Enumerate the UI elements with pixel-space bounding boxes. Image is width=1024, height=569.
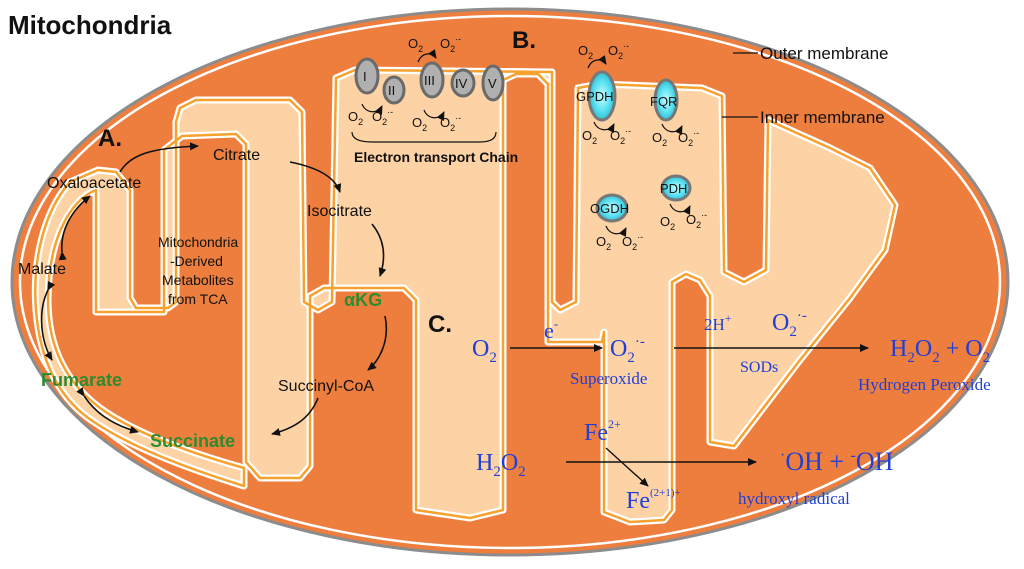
fqr-label: FQR — [650, 94, 677, 109]
arrow-succinate-fumarate — [76, 387, 139, 434]
tca-citrate: Citrate — [213, 147, 260, 164]
arrow-succinyl-succinate — [271, 397, 319, 436]
arrow-malate-oxaloacetate — [58, 195, 91, 261]
ros-reactions: O2 e- O2·- Superoxide 2H+ O2·- SODs H2O2… — [472, 308, 991, 514]
electron-transport-chain: I II III IV V Electron transport Chain O… — [348, 34, 518, 165]
tca-cycle: Citrate Isocitrate αKG Succinyl-CoA Succ… — [18, 142, 387, 451]
gpdh-label: GPDH — [576, 89, 614, 104]
pdh-bottom-arrow — [669, 203, 691, 215]
hydroxyl-radical-label: hydroxyl radical — [738, 489, 850, 508]
outer-membrane-inner-line — [18, 14, 1002, 550]
tca-isocitrate: Isocitrate — [307, 203, 372, 220]
complex-ii-label: II — [388, 83, 395, 98]
gpdh-bottom-arrow — [593, 121, 615, 133]
tca-center-line-3: Metabolites — [162, 272, 234, 288]
section-a-label: A. — [98, 125, 122, 152]
tca-center-line-1: Mitochondria — [158, 234, 238, 250]
outer-membrane-label: Outer membrane — [760, 44, 889, 63]
arrow-oxaloacetate-citrate — [119, 142, 199, 173]
enzyme-group: O2 O2·- GPDH O2 O2·- FQR O2 O2·- OGDH O2… — [576, 41, 707, 252]
complex-v-label: V — [488, 76, 497, 91]
fqr-bottom-arrow — [661, 123, 683, 135]
fqr-bottom-o2: O2 — [652, 130, 667, 148]
pdh-bottom-superoxide: O2·- — [686, 210, 707, 230]
section-b-label: B. — [512, 27, 536, 54]
complex-iv-label: IV — [455, 76, 468, 91]
complex-iii-shape — [419, 61, 445, 99]
inner-membrane-label: Inner membrane — [760, 108, 885, 127]
complex-iv-shape — [450, 68, 476, 98]
arrow-fe-oxidation — [605, 447, 649, 487]
hydrogen-peroxide-label: Hydrogen Peroxide — [858, 375, 991, 394]
reaction-fe2: Fe2+ — [584, 417, 621, 446]
etc-top-o2: O2 — [408, 36, 423, 54]
gpdh-shape — [587, 70, 617, 122]
diagram-title: Mitochondria — [8, 10, 172, 40]
reaction-superoxide-2: O2·- — [772, 308, 807, 340]
arrow-fumarate-malate — [40, 281, 56, 361]
fqr-bottom-superoxide: O2·- — [678, 128, 699, 148]
ogdh-label: OGDH — [590, 201, 629, 216]
ogdh-bottom-superoxide: O2·- — [622, 232, 643, 252]
complex-iii-label: III — [424, 73, 435, 88]
tca-succinate: Succinate — [150, 431, 235, 451]
tca-center-line-2: -Derived — [170, 253, 223, 269]
etc-bottom-o2-1: O2 — [348, 109, 363, 127]
reaction-electron: e- — [544, 316, 558, 343]
gpdh-top-o2: O2 — [578, 43, 593, 61]
arrow-citrate-isocitrate — [289, 161, 342, 193]
arrow-akg-succinyl — [367, 315, 387, 371]
etc-bracket — [351, 131, 497, 143]
reaction-peroxide-products: H2O2 + O2 — [890, 336, 990, 366]
ogdh-bottom-o2: O2 — [596, 234, 611, 252]
fqr-shape — [653, 78, 679, 122]
complex-ii-shape — [382, 75, 406, 105]
pdh-shape — [660, 174, 692, 202]
etc-bottom-arrow-2 — [423, 109, 445, 121]
etc-label: Electron transport Chain — [354, 149, 518, 165]
gpdh-top-superoxide: O2·- — [608, 41, 629, 61]
reaction-2h: 2H+ — [704, 311, 732, 334]
tca-oxaloacetate: Oxaloacetate — [47, 175, 141, 192]
ogdh-bottom-arrow — [605, 225, 627, 237]
gpdh-bottom-superoxide: O2·- — [610, 126, 631, 146]
reaction-superoxide: O2·- — [610, 334, 645, 366]
gpdh-bottom-o2: O2 — [582, 128, 597, 146]
pdh-label: PDH — [660, 181, 687, 196]
etc-top-superoxide: O2·- — [440, 34, 461, 54]
reaction-hydroxyl-products: ·OH + -OH — [780, 447, 894, 476]
arrow-isocitrate-akg — [371, 223, 387, 277]
tca-succinyl-coa: Succinyl-CoA — [278, 378, 374, 395]
reaction-o2: O2 — [472, 336, 497, 366]
tca-center-line-4: from TCA — [168, 291, 228, 307]
etc-top-arrow — [417, 49, 437, 63]
ogdh-shape — [595, 193, 629, 223]
superoxide-label: Superoxide — [570, 369, 647, 388]
gpdh-top-arrow — [587, 55, 607, 69]
pdh-bottom-o2: O2 — [660, 214, 675, 232]
complex-i-shape — [354, 57, 380, 95]
reaction-h2o2: H2O2 — [476, 450, 526, 480]
etc-bottom-superoxide-1: O2·- — [372, 107, 393, 127]
section-c-label: C. — [428, 311, 452, 338]
etc-bottom-o2-2: O2 — [412, 115, 427, 133]
complex-i-label: I — [363, 69, 367, 84]
reaction-fe3: Fe(2+1)+ — [626, 487, 681, 514]
tca-akg: αKG — [344, 290, 382, 310]
sods-label: SODs — [740, 359, 778, 376]
tca-malate: Malate — [18, 261, 66, 278]
etc-bottom-arrow-1 — [361, 103, 383, 115]
tca-fumarate: Fumarate — [41, 370, 122, 390]
complex-v-shape — [481, 64, 505, 102]
etc-bottom-superoxide-2: O2·- — [440, 113, 461, 133]
